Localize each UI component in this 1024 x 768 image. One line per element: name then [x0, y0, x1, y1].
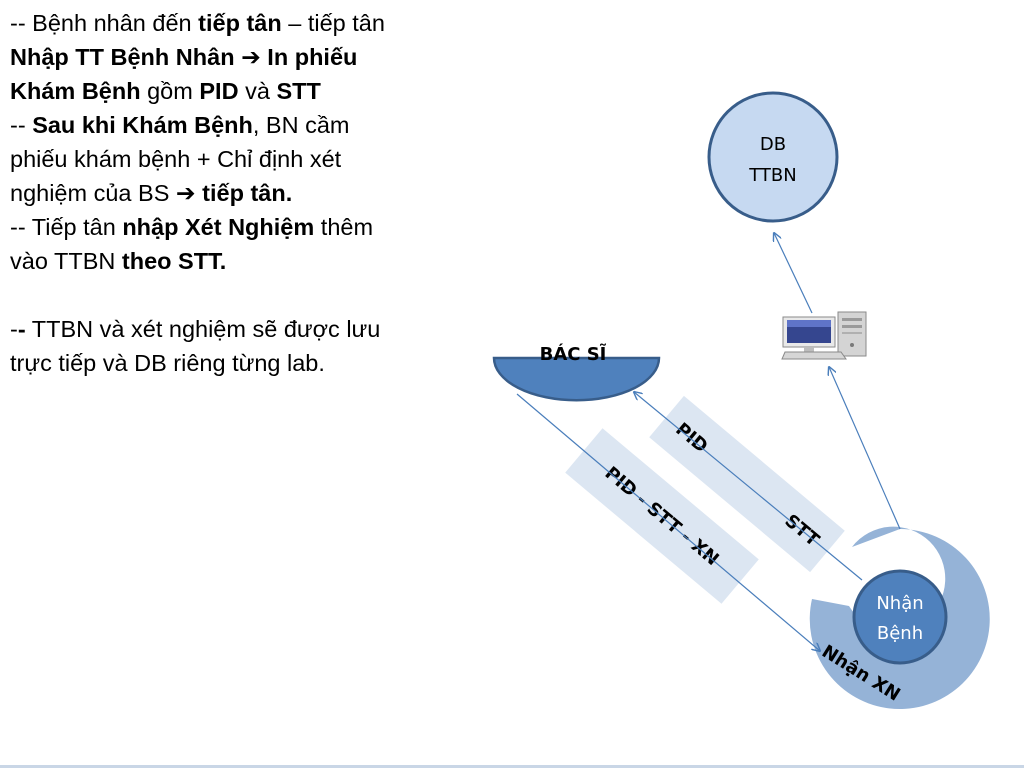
bottom-divider	[0, 765, 1024, 768]
text-line-10: trực tiếp và DB riêng từng lab.	[10, 350, 325, 376]
ring-shape	[809, 526, 990, 709]
text-line-8: vào TTBN theo STT.	[10, 248, 227, 274]
text-line-3: Khám Bệnh gồm PID và STT	[10, 78, 321, 104]
text-line-9: -- TTBN và xét nghiệm sẽ được lưu	[10, 316, 381, 342]
doctor-label: BÁC SĨ	[540, 342, 607, 365]
reception-node: Nhận Bệnh	[852, 569, 948, 665]
db-label-line2: TTBN	[748, 165, 797, 186]
band-pid-stt-xn-shape	[565, 428, 759, 604]
doctor-node: BÁC SĨ	[492, 342, 661, 402]
doctor-arc	[492, 356, 661, 402]
band-pid-stt-shape	[649, 395, 845, 573]
description-text: -- Bệnh nhân đến tiếp tân – tiếp tân Nhậ…	[10, 6, 480, 380]
text-line-6: nghiệm của BS ➔ tiếp tân.	[10, 180, 293, 206]
text-line-5: phiếu khám bệnh + Chỉ định xét	[10, 146, 342, 172]
arrow-right-icon: ➔	[241, 44, 261, 70]
reception-circle	[852, 569, 948, 665]
arrow-reception-to-doctor	[634, 392, 863, 581]
text-line-2: Nhập TT Bệnh Nhân ➔ In phiếu	[10, 44, 358, 70]
arrow-doctor-to-lab	[516, 393, 820, 651]
arrow-computer-to-db	[774, 233, 813, 314]
db-label-line1: DB	[760, 134, 786, 155]
db-ttbn-node: DB TTBN	[707, 91, 839, 223]
reception-label-line2: Bệnh	[877, 623, 923, 644]
text-line-7: -- Tiếp tân nhập Xét Nghiệm thêm	[10, 214, 374, 240]
text-line-4: -- Sau khi Khám Bệnh, BN cầm	[10, 112, 350, 138]
text-line-1: -- Bệnh nhân đến tiếp tân – tiếp tân	[10, 10, 385, 36]
arrow-reception-to-computer	[829, 367, 901, 530]
arrow-right-icon: ➔	[175, 180, 196, 206]
db-circle	[707, 91, 839, 223]
reception-label-line1: Nhận	[876, 593, 923, 614]
computer-icon	[781, 311, 867, 360]
